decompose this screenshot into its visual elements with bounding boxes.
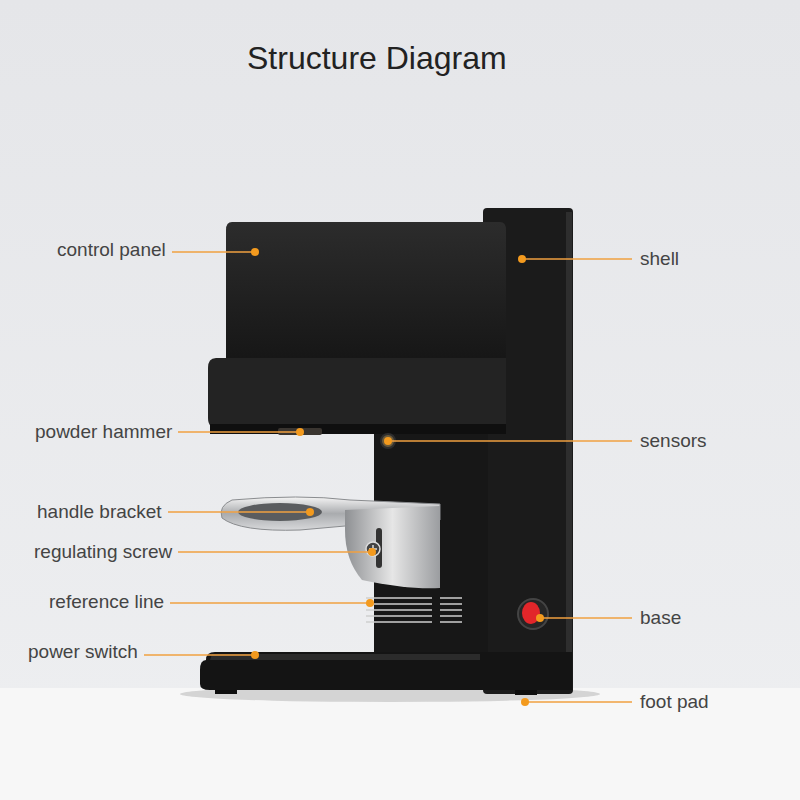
part-label: base [640, 608, 681, 629]
leader-lines [144, 252, 632, 702]
leader-dots [251, 248, 544, 706]
part-label: handle bracket [37, 502, 162, 523]
power-switch [518, 599, 548, 629]
foot-pad [215, 690, 237, 694]
part-label: control panel [57, 240, 166, 261]
head-lip [208, 358, 506, 430]
table-surface [0, 688, 800, 800]
part-label: foot pad [640, 692, 709, 713]
part-label: shell [640, 249, 679, 270]
part-label: sensors [640, 431, 707, 452]
part-label: reference line [49, 592, 164, 613]
part-label: regulating screw [34, 542, 172, 563]
part-label: powder hammer [35, 422, 172, 443]
control-panel [226, 222, 506, 362]
regulating-screw [366, 542, 380, 556]
diagram-title: Structure Diagram [247, 40, 507, 77]
base [200, 652, 572, 690]
reference-ticks [366, 598, 462, 622]
foot-pad [515, 690, 537, 695]
bracket-plate [345, 506, 440, 588]
part-label: power switch [28, 642, 138, 663]
